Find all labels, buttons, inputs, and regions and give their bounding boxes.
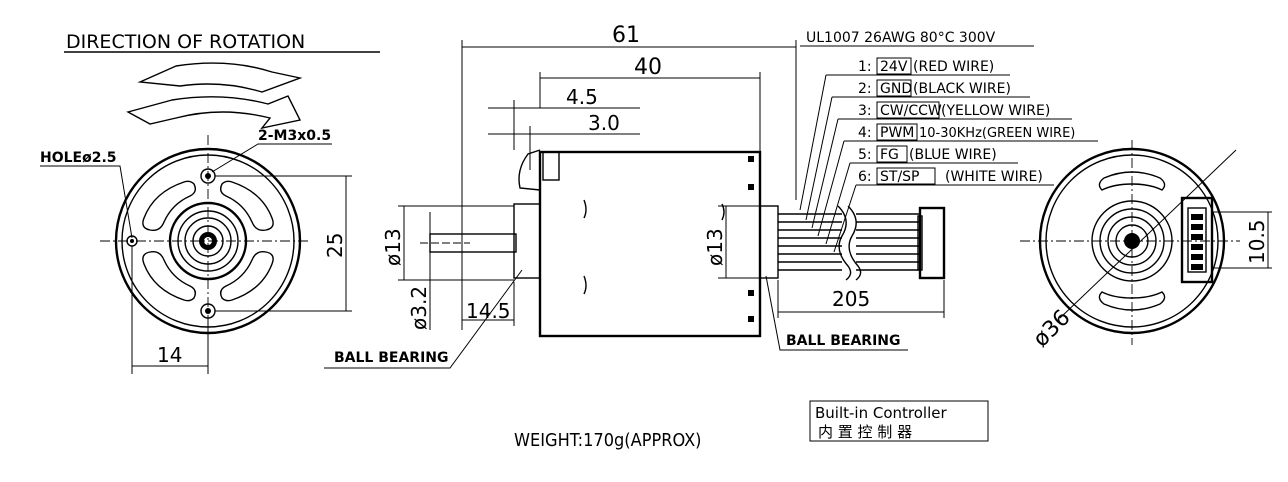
break-line-1	[837, 205, 852, 281]
pin-6	[1191, 264, 1203, 270]
wire-1-num: 1:	[858, 59, 872, 75]
wire-2-leader	[805, 96, 833, 221]
wire-5-code: FG	[880, 147, 899, 163]
rear-slot-bottom	[1098, 291, 1166, 311]
wire-6-leader	[833, 184, 857, 253]
hole-leader	[40, 165, 133, 239]
pin-3	[1191, 234, 1203, 240]
body-tab-1	[748, 156, 754, 162]
body-tab-2	[748, 184, 754, 190]
rear-connector	[1180, 196, 1214, 284]
dim-phi36: ø36	[1029, 305, 1076, 352]
controller-box	[809, 400, 989, 442]
wire-5-leader	[825, 162, 851, 245]
wire-2-desc: (BLACK WIRE)	[913, 81, 1011, 97]
ball-bearing-rear-label: BALL BEARING	[786, 333, 901, 349]
wire-1-box	[876, 57, 912, 75]
ball-bearing-rear-leader	[765, 275, 908, 351]
left-view: DIRECTION OF ROTATION HOLEø2.5 2-M3x0.5	[40, 31, 380, 374]
wire-4-num: 4:	[858, 125, 872, 141]
body-detail-2	[583, 275, 587, 295]
thread-label: 2-M3x0.5	[258, 128, 331, 144]
boss-top-curve	[518, 149, 541, 191]
weight-label: WEIGHT:170g(APPROX)	[514, 430, 701, 451]
phi36-leader	[1059, 149, 1237, 319]
pin-1	[1191, 214, 1203, 220]
wire-3-box	[876, 101, 940, 119]
wire-3-code: CW/CCW	[880, 103, 942, 119]
wire-6-desc: (WHITE WIRE)	[945, 169, 1043, 185]
hole-label: HOLEø2.5	[40, 150, 117, 166]
break-line-2	[847, 205, 862, 281]
wire-2-num: 2:	[858, 81, 872, 97]
wire-2-box	[876, 79, 912, 97]
wire-6-num: 6:	[858, 169, 872, 185]
connector	[918, 206, 946, 280]
wire-5-box	[876, 145, 908, 163]
dim-40: 40	[634, 55, 662, 80]
wire-5-desc: (BLUE WIRE)	[909, 147, 997, 163]
wire-2-code: GND	[880, 81, 912, 97]
ball-bearing-front-leader	[324, 269, 523, 369]
pin-4	[1191, 244, 1203, 250]
wire-1-code: 24V	[880, 59, 908, 75]
dim-4-5: 4.5	[566, 85, 598, 109]
slot-lower-left	[142, 250, 197, 302]
rotation-arrow-top	[137, 62, 303, 93]
thread-leader	[211, 143, 332, 173]
slot-upper-left	[142, 180, 197, 232]
side-view: 61 40 4.5 3.0	[324, 23, 1034, 369]
front-boss	[513, 203, 541, 279]
dim-phi13-front: ø13	[381, 228, 405, 266]
connector-lip	[917, 215, 923, 271]
wire-1-desc: (RED WIRE)	[913, 59, 994, 75]
wire-4-code: PWM	[880, 125, 914, 141]
pin-5	[1191, 254, 1203, 260]
dim-61: 61	[612, 23, 640, 48]
body-tab-4	[748, 316, 754, 322]
wire-3-num: 3:	[858, 103, 872, 119]
wire-5-num: 5:	[858, 147, 872, 163]
rear-connector-inner	[1187, 207, 1207, 273]
wire-3-leader	[811, 118, 839, 229]
body-tab-3	[748, 290, 754, 296]
right-view: ø36 10.5	[1020, 140, 1272, 352]
front-cap	[542, 151, 560, 181]
wire-6-box	[876, 167, 936, 185]
dim-phi13-rear: ø13	[703, 228, 727, 266]
wire-table: 1: 24V (RED WIRE) 2: GND (BLACK WIRE) 3:…	[799, 57, 1098, 253]
motor-body	[538, 150, 762, 338]
rear-boss	[759, 205, 779, 279]
cable-spec: UL1007 26AWG 80°C 300V	[806, 30, 996, 46]
wire-4-leader	[817, 140, 845, 237]
dim-25: 25	[323, 233, 347, 258]
wire-6-code: ST/SP	[880, 169, 919, 185]
slot-lower-right	[219, 250, 274, 302]
pin-2	[1191, 224, 1203, 230]
dim-10-5: 10.5	[1245, 219, 1269, 264]
rotation-arrow-bottom	[126, 95, 302, 130]
lead-cable	[778, 205, 946, 281]
dim-phi3-2: ø3.2	[407, 286, 431, 330]
ball-bearing-front-label: BALL BEARING	[334, 350, 449, 366]
rear-slot-top	[1098, 171, 1166, 191]
controller-cn: 内 置 控 制 器	[818, 423, 912, 441]
rotation-title: DIRECTION OF ROTATION	[66, 31, 305, 53]
wire-1-leader	[799, 74, 827, 211]
dim-205: 205	[832, 287, 870, 311]
dim-14: 14	[157, 343, 182, 367]
wire-4-desc: 10-30KHz(GREEN WIRE)	[919, 126, 1075, 141]
slot-upper-right	[219, 180, 274, 232]
dim-14-5: 14.5	[466, 299, 511, 323]
controller-en: Built-in Controller	[815, 404, 947, 422]
wire-4-box	[876, 123, 918, 141]
body-detail-3	[721, 203, 725, 221]
body-detail-1	[583, 199, 587, 219]
wire-3-desc: (YELLOW WIRE)	[941, 103, 1050, 119]
dim-3-0: 3.0	[588, 111, 620, 135]
